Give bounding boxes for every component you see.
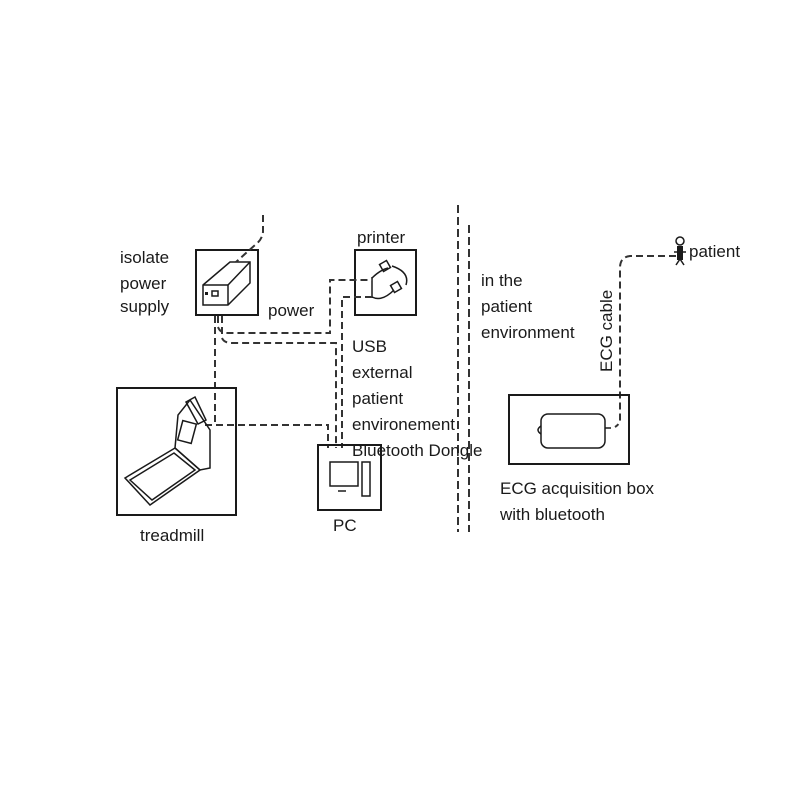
printer-label: printer [357,228,406,247]
power-supply-label: supply [120,297,170,316]
treadmill-box [116,387,237,516]
power-supply-node [195,215,264,316]
pc-label: PC [333,516,357,535]
pc-node [317,444,382,511]
usb-label: external [352,363,412,382]
printer-node [354,249,417,316]
patient-label: patient [689,242,740,261]
treadmill-label: treadmill [140,526,204,545]
printer-box [354,249,417,316]
treadmill-node [116,387,237,516]
usb-label: environement [352,415,455,434]
usb-label: USB [352,337,387,356]
power-supply-box [195,249,259,316]
pc-box [317,444,382,511]
patient-icon [674,236,686,266]
mains-cable [235,215,264,263]
ecg-device-icon [540,413,606,449]
ecg-cable [614,255,676,428]
power-cable [217,279,372,334]
ecg-box-label: ECG acquisition box [500,479,655,498]
patient-zone-label: in the [481,271,523,290]
treadmill-icon [123,395,211,506]
pc-power-cable [221,316,337,448]
bluetooth-dongle-label: Bluetooth Dongle [352,441,482,460]
treadmill-data-cable [205,424,329,448]
patient-zone-label: environment [481,323,575,342]
usb-label: patient [352,389,403,408]
ecg-box [508,394,630,465]
ecg-cable-label: ECG cable [597,290,616,372]
power-supply-label: isolate [120,248,169,267]
power-cable-label: power [268,301,315,320]
power-supply-icon [202,261,251,306]
pc-icon [329,461,371,497]
ecg-acquisition-node [508,394,630,465]
printer-icon [371,259,408,300]
power-supply-label: power [120,274,167,293]
ecg-box-label: with bluetooth [499,505,605,524]
patient-zone-label: patient [481,297,532,316]
